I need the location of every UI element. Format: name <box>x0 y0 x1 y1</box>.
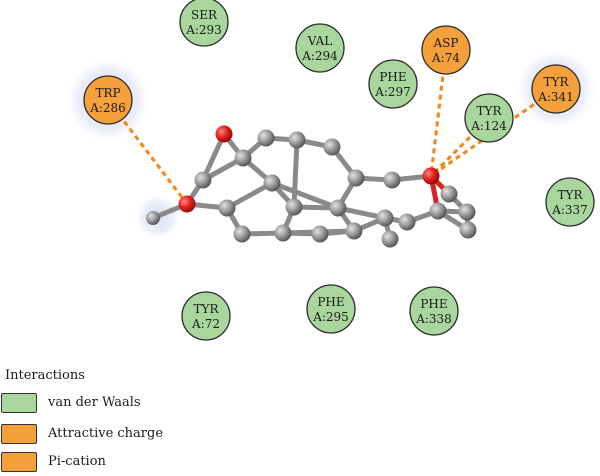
residue-name: TYR <box>477 104 503 118</box>
residue-name: ASP <box>433 36 459 50</box>
residue-id: A:338 <box>415 312 452 326</box>
interaction-diagram: SERA:293VALA:294ASPA:74TRPA:286PHEA:297T… <box>66 0 596 341</box>
residue-id: A:295 <box>312 310 349 324</box>
residue-id: A:297 <box>374 85 411 99</box>
legend-item-pi-cation: Pi-cation <box>0 452 300 474</box>
carbon-atom <box>234 149 252 167</box>
oxygen-atom <box>178 195 196 213</box>
residue-disc <box>179 0 229 47</box>
residue-name: PHE <box>420 297 447 311</box>
residue-disc <box>181 291 231 341</box>
carbon-atom <box>459 221 477 239</box>
residue-disc <box>306 284 356 334</box>
bond <box>291 137 300 210</box>
legend-item-vdw: van der Waals <box>0 393 300 415</box>
carbon-atom <box>194 171 212 189</box>
residue-id: A:337 <box>551 203 588 217</box>
residue-disc <box>295 23 345 73</box>
carbon-atom <box>429 202 447 220</box>
residue-id: A:286 <box>89 101 126 115</box>
legend-title: Interactions <box>5 368 85 383</box>
legend-swatch-pi-cation <box>1 452 37 472</box>
carbon-atom <box>233 225 251 243</box>
residue-disc <box>531 64 581 114</box>
carbon-atom <box>383 171 401 189</box>
residue-name: TYR <box>194 302 220 316</box>
legend-label-pi-cation: Pi-cation <box>48 454 106 469</box>
carbon-atom <box>440 185 458 203</box>
carbon-atom <box>311 225 329 243</box>
carbon-atom <box>323 138 341 156</box>
carbon-atom <box>146 211 160 225</box>
residue-disc <box>368 59 418 109</box>
residue-id: A:293 <box>185 23 222 37</box>
legend-swatch-attractive-charge <box>1 424 37 444</box>
residue-id: A:72 <box>191 317 220 331</box>
residue-id: A:124 <box>470 119 507 133</box>
residue-disc <box>409 286 459 336</box>
carbon-atom <box>274 224 292 242</box>
residue-name: TYR <box>558 188 584 202</box>
residue-disc <box>464 93 514 143</box>
carbon-atom <box>458 203 476 221</box>
carbon-atom <box>345 222 363 240</box>
carbon-atom <box>288 131 306 149</box>
residue-id: A:294 <box>301 49 338 63</box>
carbon-atom <box>263 174 281 192</box>
carbon-atom <box>257 129 275 147</box>
carbon-atom <box>218 199 236 217</box>
residue-id: A:74 <box>431 51 460 65</box>
carbon-atom <box>329 199 347 217</box>
residue-disc <box>421 25 471 75</box>
carbon-atom <box>347 169 365 187</box>
residue-layer: SERA:293VALA:294ASPA:74TRPA:286PHEA:297T… <box>83 0 595 341</box>
carbon-atom <box>398 213 416 231</box>
legend-item-attractive-charge: Attractive charge <box>0 424 300 446</box>
residue-disc <box>545 177 595 227</box>
carbon-atom <box>285 198 303 216</box>
residue-id: A:341 <box>537 90 574 104</box>
ligand-atoms <box>146 125 477 248</box>
residue-name: TYR <box>544 75 570 89</box>
residue-name: VAL <box>307 34 333 48</box>
bond <box>269 180 341 211</box>
oxygen-atom <box>422 167 440 185</box>
legend: Interactions van der Waals Attractive ch… <box>0 362 600 476</box>
residue-disc <box>83 75 133 125</box>
residue-name: PHE <box>379 70 406 84</box>
legend-swatch-vdw <box>1 393 37 413</box>
oxygen-atom <box>215 125 233 143</box>
bond <box>224 180 275 211</box>
residue-name: TRP <box>95 86 120 100</box>
legend-label-attractive-charge: Attractive charge <box>48 426 164 441</box>
carbon-atom <box>376 209 394 227</box>
carbon-atom <box>381 230 399 248</box>
legend-label-vdw: van der Waals <box>48 395 141 410</box>
residue-name: PHE <box>317 295 344 309</box>
residue-name: SER <box>191 8 218 22</box>
